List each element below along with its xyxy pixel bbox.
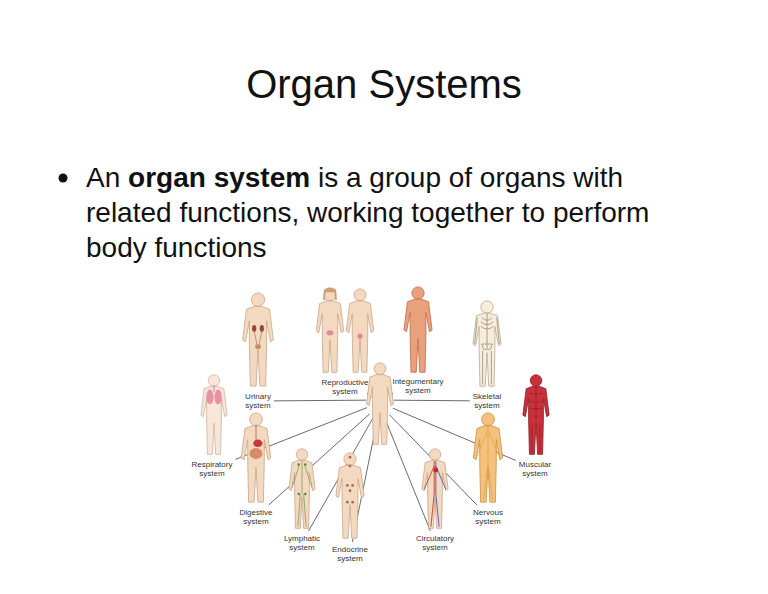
lung: [206, 390, 213, 405]
figure-head: [251, 293, 264, 306]
lymph-node: [304, 493, 306, 495]
lymph-node: [297, 463, 299, 465]
lymph-vessels: [292, 461, 312, 527]
organ: [256, 425, 257, 440]
human-figure: [289, 449, 315, 529]
gland: [349, 456, 352, 459]
system-label: Integumentary system: [392, 377, 443, 395]
system-label: Digestive system: [240, 508, 273, 526]
system-label: Nervous system: [473, 508, 503, 526]
system-label: Skeletal system: [473, 392, 501, 410]
figure-head: [429, 449, 440, 460]
figure-head: [530, 375, 541, 386]
figure-head: [344, 453, 356, 465]
human-figure: [473, 413, 502, 502]
figure-body: [316, 301, 344, 372]
figure-head: [208, 375, 219, 386]
lung: [214, 390, 221, 405]
figure-head: [412, 287, 424, 299]
figure-body: [367, 375, 394, 445]
figure-body: [346, 301, 374, 372]
system-label: Lymphatic system: [284, 534, 320, 552]
figure-body: [422, 460, 448, 528]
system-label: Urinary system: [245, 392, 271, 410]
figure-head: [296, 449, 307, 460]
system-label: Reproductive system: [321, 378, 368, 396]
gland: [351, 501, 354, 504]
slide-title: Organ Systems: [0, 62, 768, 107]
organ: [255, 344, 261, 349]
organ: [327, 330, 334, 335]
figure-head: [354, 289, 366, 301]
human-figure: [241, 413, 270, 502]
figure-head: [374, 363, 386, 375]
lymph-node: [297, 493, 299, 495]
system-label: Endocrine system: [332, 545, 368, 563]
figure-body: [473, 313, 501, 386]
trachea: [214, 385, 215, 392]
system-label: Circulatory system: [416, 534, 454, 552]
human-figure: [404, 287, 432, 372]
nerves: [476, 423, 500, 500]
figure-body: [289, 460, 315, 528]
figure-body: [201, 386, 227, 454]
figure-hair: [323, 287, 337, 300]
organ: [254, 331, 262, 344]
human-figure: [422, 449, 448, 529]
lymph-node: [304, 463, 306, 465]
human-figure: [523, 375, 549, 455]
stomach: [253, 440, 262, 447]
bones: [475, 313, 500, 384]
figure-head: [481, 301, 493, 313]
gland: [349, 489, 352, 492]
system-label: Respiratory system: [192, 460, 233, 478]
intestine: [250, 448, 263, 459]
leader-line: [274, 400, 366, 402]
gland: [346, 484, 349, 487]
human-figure: [367, 363, 394, 444]
human-figure: [316, 287, 344, 372]
figure-body: [523, 386, 549, 454]
organ: [357, 334, 362, 339]
figure-body: [336, 465, 364, 538]
leader-line: [394, 400, 470, 402]
figure-body: [404, 299, 432, 372]
human-figure: [243, 293, 274, 386]
bullet-text: An: [86, 162, 120, 193]
bold-term: organ system: [128, 162, 310, 193]
system-label: Muscular system: [519, 460, 551, 478]
figure-body: [243, 306, 274, 386]
human-figure: [201, 375, 227, 455]
human-figure: [473, 301, 501, 386]
gland: [349, 465, 352, 468]
organ: [260, 325, 264, 332]
gland: [346, 501, 349, 504]
muscle-lines: [529, 387, 542, 452]
bullet-dot: [59, 174, 68, 183]
organ: [252, 325, 256, 332]
artery: [424, 461, 434, 527]
gland: [351, 484, 354, 487]
heart: [433, 468, 438, 473]
bullet-paragraph: Anorgan systemis a group of organs with …: [86, 160, 711, 265]
figure-head: [250, 413, 263, 426]
human-figure: [336, 453, 364, 538]
figure-body: [241, 426, 270, 502]
human-figure: [346, 289, 374, 372]
